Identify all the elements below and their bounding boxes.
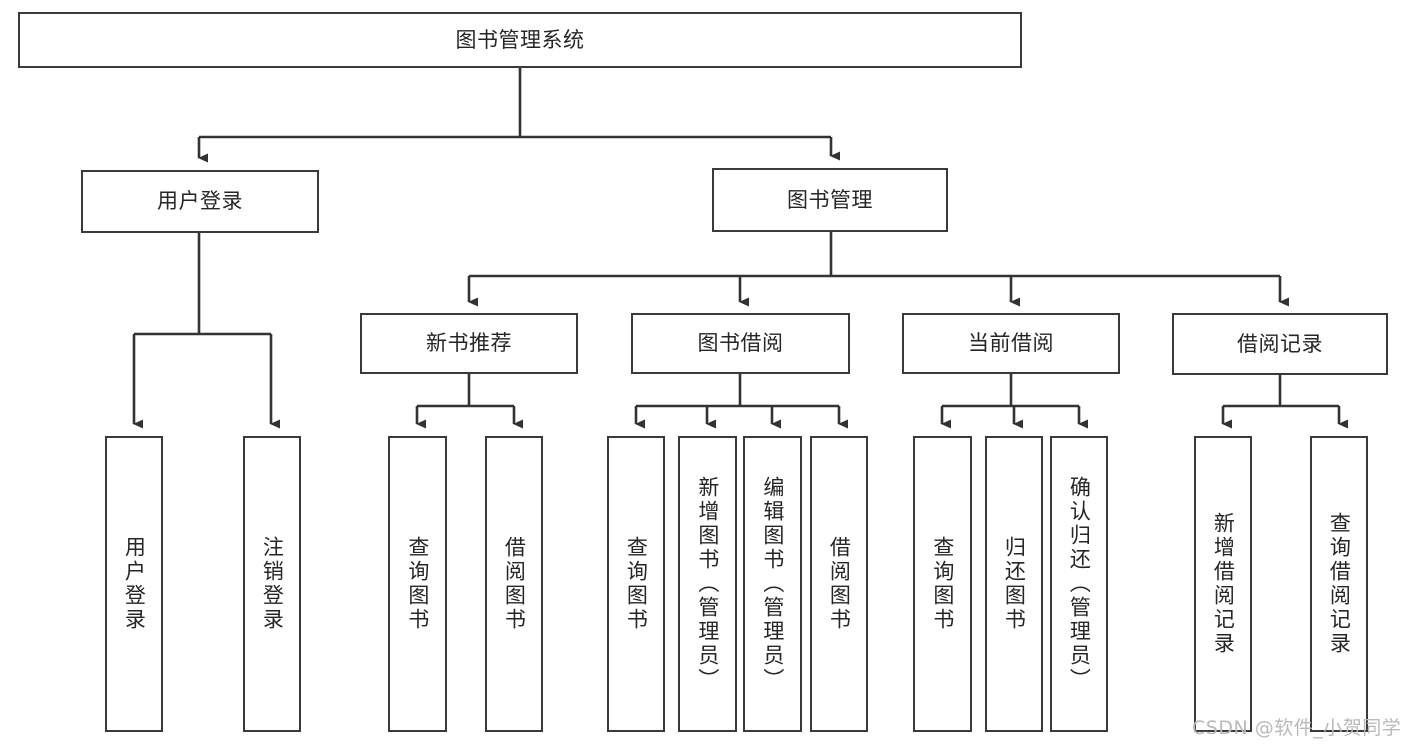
leaf-query-borrow-record[interactable]: 查询借阅记录 [1310, 436, 1368, 732]
node-borrow-record-label: 借阅记录 [1237, 331, 1323, 356]
node-book-borrow-label: 图书借阅 [697, 331, 784, 356]
node-book-manage-label: 图书管理 [787, 187, 873, 212]
leaf-query-book-3-label: 查询图书 [930, 536, 955, 632]
leaf-query-book-3[interactable]: 查询图书 [913, 436, 972, 732]
leaf-borrow-book-1[interactable]: 借阅图书 [485, 436, 543, 732]
leaf-add-borrow-record[interactable]: 新增借阅记录 [1194, 436, 1252, 732]
leaf-user-logout-label: 注销登录 [260, 536, 285, 632]
leaf-query-book-1-label: 查询图书 [405, 536, 430, 632]
leaf-borrow-book-1-label: 借阅图书 [502, 536, 527, 632]
leaf-user-logout[interactable]: 注销登录 [243, 436, 301, 732]
node-new-book-recommendation[interactable]: 新书推荐 [360, 313, 578, 374]
leaf-borrow-book-2-label: 借阅图书 [827, 536, 852, 632]
leaf-add-book-admin-label: 新增图书（管理员） [695, 476, 720, 692]
leaf-confirm-return-admin-label: 确认归还（管理员） [1067, 476, 1092, 692]
leaf-user-login-label: 用户登录 [122, 536, 147, 632]
leaf-query-book-1[interactable]: 查询图书 [388, 436, 447, 732]
leaf-borrow-book-2[interactable]: 借阅图书 [810, 436, 868, 732]
leaf-edit-book-admin-label: 编辑图书（管理员） [760, 476, 785, 692]
leaf-user-login[interactable]: 用户登录 [105, 436, 163, 732]
leaf-edit-book-admin[interactable]: 编辑图书（管理员） [743, 436, 802, 732]
node-book-borrow[interactable]: 图书借阅 [631, 313, 850, 374]
leaf-add-book-admin[interactable]: 新增图书（管理员） [678, 436, 737, 732]
node-user-login[interactable]: 用户登录 [81, 170, 319, 233]
node-borrow-record[interactable]: 借阅记录 [1172, 313, 1388, 375]
node-user-login-label: 用户登录 [157, 189, 243, 214]
leaf-query-book-2[interactable]: 查询图书 [607, 436, 665, 732]
node-root[interactable]: 图书管理系统 [18, 12, 1022, 68]
leaf-return-book-label: 归还图书 [1002, 536, 1027, 632]
leaf-query-borrow-record-label: 查询借阅记录 [1327, 512, 1352, 656]
node-new-book-recommendation-label: 新书推荐 [426, 331, 512, 356]
leaf-return-book[interactable]: 归还图书 [985, 436, 1043, 732]
node-current-borrow[interactable]: 当前借阅 [902, 313, 1120, 374]
node-root-label: 图书管理系统 [455, 27, 585, 52]
leaf-query-book-2-label: 查询图书 [624, 536, 649, 632]
node-current-borrow-label: 当前借阅 [968, 331, 1054, 356]
leaf-confirm-return-admin[interactable]: 确认归还（管理员） [1050, 436, 1108, 732]
node-book-manage[interactable]: 图书管理 [712, 168, 948, 232]
leaf-add-borrow-record-label: 新增借阅记录 [1211, 512, 1236, 656]
csdn-watermark: CSDN @软件_小贺同学 [1192, 717, 1402, 739]
